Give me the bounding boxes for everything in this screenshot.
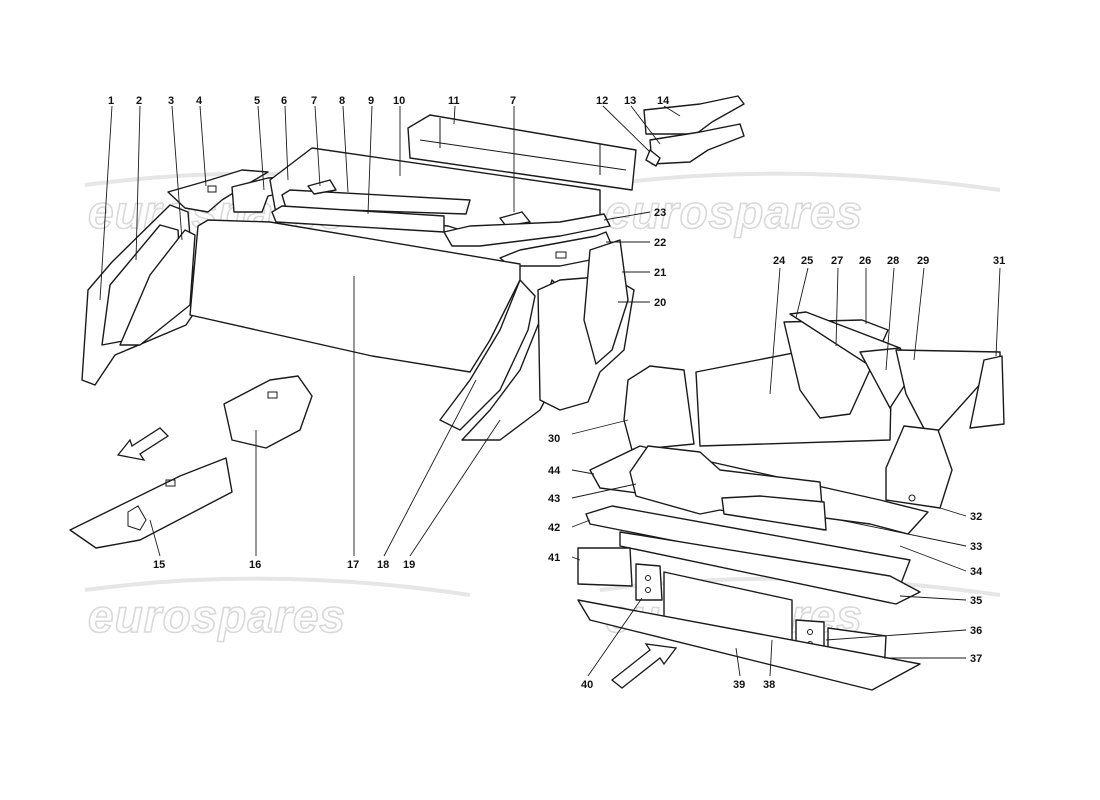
wheelarch-21	[583, 239, 629, 365]
left-side-panel-parts	[81, 204, 197, 386]
callout-4: 4	[196, 95, 203, 107]
side-panel-3	[119, 229, 196, 346]
callout-27: 27	[831, 255, 843, 267]
callout-41: 41	[548, 552, 560, 564]
upper-shelf-parts	[167, 147, 613, 267]
callout-14: 14	[657, 95, 670, 107]
panel-4-hole	[207, 185, 217, 193]
strip-23	[443, 213, 611, 247]
block-36-hole	[807, 629, 813, 635]
tunnel-cover-16	[223, 375, 313, 449]
callout-1: 1	[108, 95, 114, 107]
tunnel-cover-15	[69, 457, 233, 549]
callout-10: 10	[393, 95, 405, 107]
callout-43: 43	[548, 493, 560, 505]
main-bulkhead-parts	[189, 219, 635, 441]
trim-18	[439, 279, 536, 431]
callout-34: 34	[970, 566, 983, 578]
callout-labels: 1 2 3 4 5 6 7 8 9 10 11 7 12 13 14 15 16…	[108, 95, 1005, 691]
callout-15: 15	[153, 559, 165, 571]
panel-34	[619, 531, 921, 605]
callout-40: 40	[581, 679, 593, 691]
callout-21: 21	[654, 267, 666, 279]
callout-32: 32	[970, 511, 982, 523]
callout-29: 29	[917, 255, 929, 267]
arch-13	[649, 123, 745, 165]
callout-16: 16	[249, 559, 261, 571]
clip-12	[645, 149, 661, 167]
callout-33: 33	[970, 541, 982, 553]
pad-7b	[499, 211, 531, 227]
callout-35: 35	[970, 595, 982, 607]
rail-11-detail	[419, 118, 627, 175]
bulkhead-17	[189, 219, 521, 373]
pad-41	[577, 547, 633, 587]
callout-37: 37	[970, 653, 982, 665]
callout-42: 42	[548, 522, 560, 534]
callout-28: 28	[887, 255, 899, 267]
callout-12: 12	[596, 95, 608, 107]
front-compartment-parts	[577, 311, 1005, 691]
arrow-icon	[610, 643, 678, 689]
callout-7b: 7	[510, 95, 516, 107]
callout-30: 30	[548, 433, 560, 445]
panel-31	[969, 355, 1005, 429]
callout-36: 36	[970, 625, 982, 637]
callout-11: 11	[448, 95, 460, 107]
callout-9: 9	[368, 95, 374, 107]
side-trim-32-hole	[908, 494, 916, 502]
panel-33-insert	[721, 495, 827, 531]
arrow-icon	[116, 427, 170, 461]
callout-24: 24	[773, 255, 786, 267]
header-rail-11	[407, 114, 637, 191]
block-40-hole	[645, 587, 651, 593]
arch-trims	[643, 95, 745, 167]
callout-22: 22	[654, 237, 666, 249]
tunnel-cover-15-hole	[165, 479, 176, 487]
direction-arrows	[116, 427, 678, 689]
callout-5: 5	[254, 95, 260, 107]
callout-23: 23	[654, 207, 666, 219]
callout-13: 13	[624, 95, 636, 107]
block-40-hole	[645, 575, 651, 581]
watermark-swoosh	[599, 171, 1001, 192]
panel-29	[895, 349, 1001, 441]
panel-22-hole	[555, 251, 567, 259]
tunnel-cover-16-hole	[267, 391, 278, 399]
block-40	[635, 563, 663, 601]
arch-14	[643, 95, 745, 135]
callout-18: 18	[377, 559, 389, 571]
rail-11	[407, 114, 637, 191]
strip-39	[577, 599, 921, 691]
callout-17: 17	[347, 559, 359, 571]
callout-39: 39	[733, 679, 745, 691]
callout-20: 20	[654, 297, 666, 309]
callout-7a: 7	[311, 95, 317, 107]
callout-38: 38	[763, 679, 775, 691]
callout-2: 2	[136, 95, 142, 107]
leader-lines	[99, 105, 1001, 677]
callout-19: 19	[403, 559, 415, 571]
tunnel-cover-15-cut	[127, 505, 147, 531]
watermark-swoosh	[84, 576, 471, 597]
callout-8: 8	[339, 95, 345, 107]
tunnel-covers	[69, 375, 313, 549]
callout-26: 26	[859, 255, 871, 267]
side-trim-32	[885, 425, 953, 509]
callout-3: 3	[168, 95, 174, 107]
watermark-text-3: eurospares	[88, 590, 346, 642]
callout-31: 31	[993, 255, 1005, 267]
callout-6: 6	[281, 95, 287, 107]
callout-25: 25	[801, 255, 813, 267]
pad-7a	[307, 179, 337, 195]
watermark-text-2: eurospares	[605, 186, 863, 238]
panel-9	[271, 205, 445, 233]
side-trim-30	[623, 365, 695, 451]
callout-44: 44	[548, 465, 561, 477]
